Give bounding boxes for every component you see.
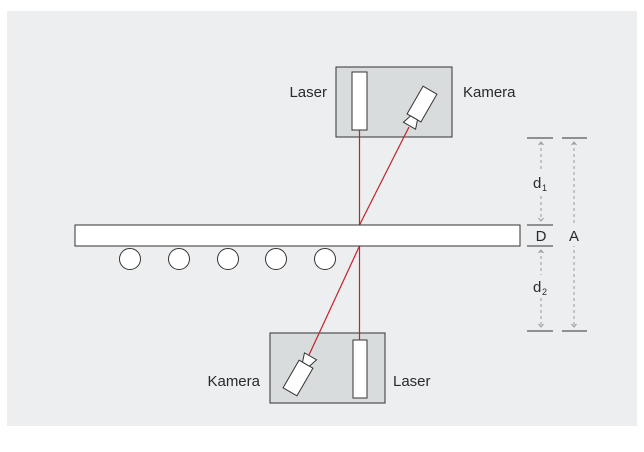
bottom-camera-view-line bbox=[308, 245, 361, 356]
bottom-laser-label: Laser bbox=[393, 373, 431, 390]
bottom-camera-unit bbox=[282, 352, 318, 397]
roller bbox=[168, 248, 190, 270]
svg-text:d: d bbox=[533, 279, 541, 296]
measured-plate bbox=[74, 224, 521, 247]
top-camera-view-line bbox=[358, 126, 410, 226]
bottom-laser-unit bbox=[352, 339, 368, 399]
dimension-reference-lines bbox=[527, 137, 587, 332]
d2-label: d 2 bbox=[530, 275, 550, 297]
top-laser-label: Laser bbox=[289, 84, 327, 101]
top-laser-unit bbox=[351, 71, 368, 131]
d1-label: d 1 bbox=[530, 171, 550, 193]
svg-text:1: 1 bbox=[542, 183, 547, 193]
roller bbox=[119, 248, 141, 270]
svg-text:A: A bbox=[569, 228, 579, 245]
bottom-sensor-housing bbox=[269, 332, 386, 404]
top-camera-label: Kamera bbox=[463, 84, 516, 101]
thickness-label: D bbox=[536, 228, 547, 245]
bottom-camera-label: Kamera bbox=[207, 373, 260, 390]
roller bbox=[314, 248, 336, 270]
svg-text:d: d bbox=[533, 175, 541, 192]
roller bbox=[265, 248, 287, 270]
roller-conveyor bbox=[119, 248, 336, 270]
a-label: A bbox=[565, 226, 583, 246]
svg-text:2: 2 bbox=[542, 287, 547, 297]
top-camera-unit bbox=[402, 85, 438, 131]
roller bbox=[217, 248, 239, 270]
